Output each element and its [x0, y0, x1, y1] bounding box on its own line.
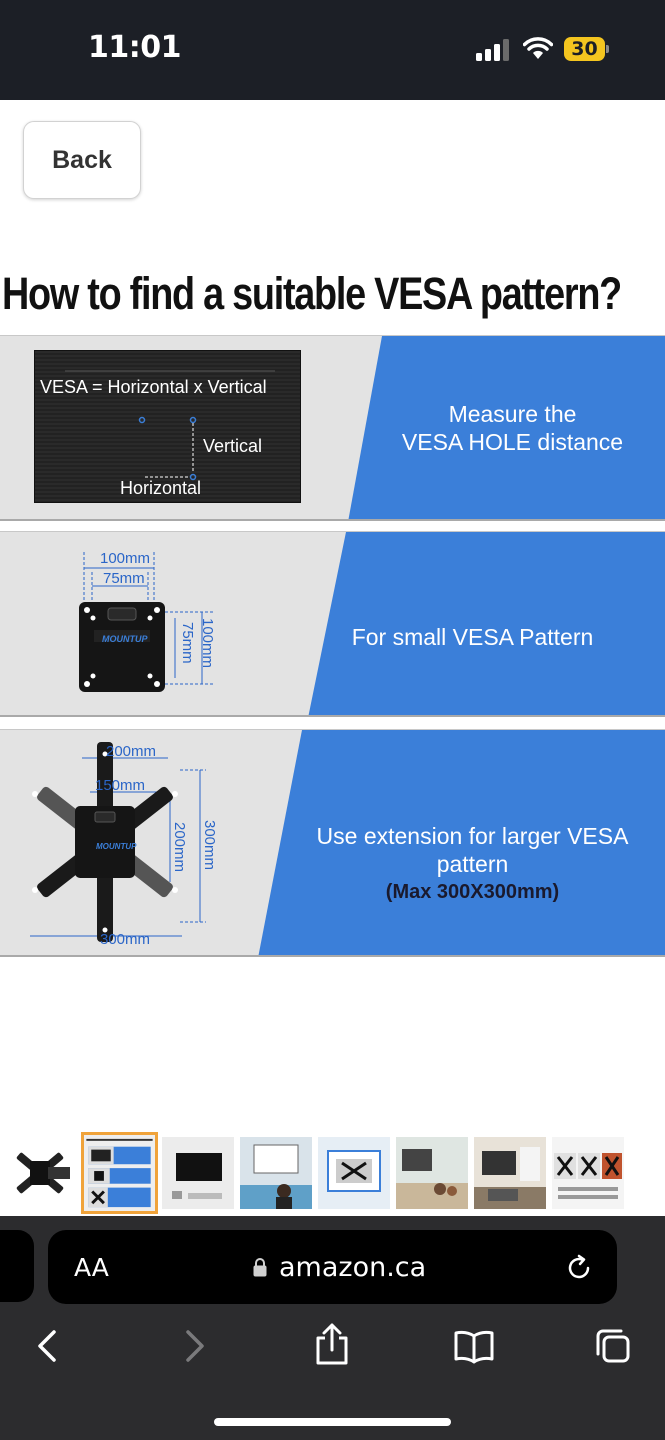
reload-icon[interactable]: [566, 1254, 594, 1282]
thumbnail-4[interactable]: [240, 1137, 312, 1209]
dim-75mm-vertical: 75mm: [179, 622, 196, 664]
bookmarks-icon[interactable]: [453, 1328, 495, 1364]
dim-300mm-horizontal: 300mm: [100, 931, 151, 948]
dim-150mm-horizontal: 150mm: [95, 777, 146, 794]
thumbnail-7[interactable]: [474, 1137, 546, 1209]
status-bar: 11:01 30: [0, 0, 665, 100]
extension-arms-illustration: [30, 742, 206, 942]
panel-blue-band: [258, 730, 665, 955]
dim-100mm-vertical: 100mm: [199, 618, 216, 669]
status-time: 11:01: [88, 30, 182, 65]
thumbnail-8[interactable]: [552, 1137, 624, 1209]
mountup-brand-label: MOUNTUP: [96, 842, 137, 851]
back-arrow-icon[interactable]: [30, 1328, 68, 1364]
vesa-formula-label: VESA = Horizontal x Vertical: [40, 377, 267, 397]
thumbnail-5[interactable]: [318, 1137, 390, 1209]
image-thumbnail-strip: [0, 1132, 665, 1216]
previous-tab-preview[interactable]: [0, 1230, 34, 1302]
page-title: How to find a suitable VESA pattern?: [2, 268, 622, 319]
cellular-signal-icon: [476, 39, 509, 61]
small-vesa-panel: 100mm 75mm MOUNTUP 75mm 100mm For small …: [0, 531, 665, 717]
home-indicator: [214, 1418, 451, 1426]
battery-icon: 30: [564, 37, 610, 61]
large-vesa-caption-sub: (Max 300X300mm): [385, 881, 560, 903]
large-vesa-caption: Use extension for larger VESA pattern (M…: [290, 822, 655, 906]
dim-100mm-horizontal: 100mm: [100, 550, 151, 567]
thumbnail-2-active[interactable]: [81, 1132, 158, 1214]
thumbnail-3[interactable]: [162, 1137, 234, 1209]
back-button[interactable]: Back: [23, 121, 141, 199]
url-text[interactable]: amazon.ca: [279, 1252, 427, 1283]
dim-200mm-vertical: 200mm: [171, 822, 188, 873]
panel-blue-band: [308, 532, 665, 715]
dim-300mm-vertical: 300mm: [201, 820, 218, 871]
vesa-measure-panel: VESA = Horizontal x Vertical Vertical Ho…: [0, 335, 665, 521]
dim-75mm-horizontal: 75mm: [103, 570, 145, 587]
thumbnail-1[interactable]: [4, 1137, 76, 1209]
wifi-icon: [523, 37, 553, 59]
small-mount-bracket-illustration: [79, 552, 214, 692]
small-vesa-caption: For small VESA Pattern: [351, 624, 594, 650]
measure-caption-line2: VESA HOLE distance: [401, 429, 624, 455]
battery-level: 30: [571, 38, 598, 60]
dim-200mm-horizontal: 200mm: [106, 743, 157, 760]
vertical-label: Vertical: [203, 436, 263, 456]
vesa-hole-diagram: [65, 370, 275, 481]
thumbnail-6[interactable]: [396, 1137, 468, 1209]
forward-arrow-icon[interactable]: [174, 1328, 212, 1364]
large-vesa-caption-main: Use extension for larger VESA pattern: [316, 823, 629, 877]
tabs-icon[interactable]: [594, 1328, 632, 1364]
reader-settings-button[interactable]: AA: [74, 1253, 109, 1282]
address-bar[interactable]: AA amazon.ca: [48, 1230, 617, 1304]
horizontal-label: Horizontal: [120, 478, 202, 498]
share-icon[interactable]: [313, 1322, 351, 1366]
tv-back-illustration: VESA = Horizontal x Vertical Vertical Ho…: [34, 350, 301, 503]
lock-icon: [253, 1258, 267, 1277]
measure-caption: Measure the VESA HOLE distance: [390, 400, 635, 456]
large-vesa-panel: 200mm 150mm MOUNTUP 200mm 300mm 300mm Us…: [0, 729, 665, 957]
panel-blue-band: [348, 336, 665, 519]
mountup-brand-label: MOUNTUP: [102, 634, 148, 644]
measure-caption-line1: Measure the: [448, 401, 577, 427]
